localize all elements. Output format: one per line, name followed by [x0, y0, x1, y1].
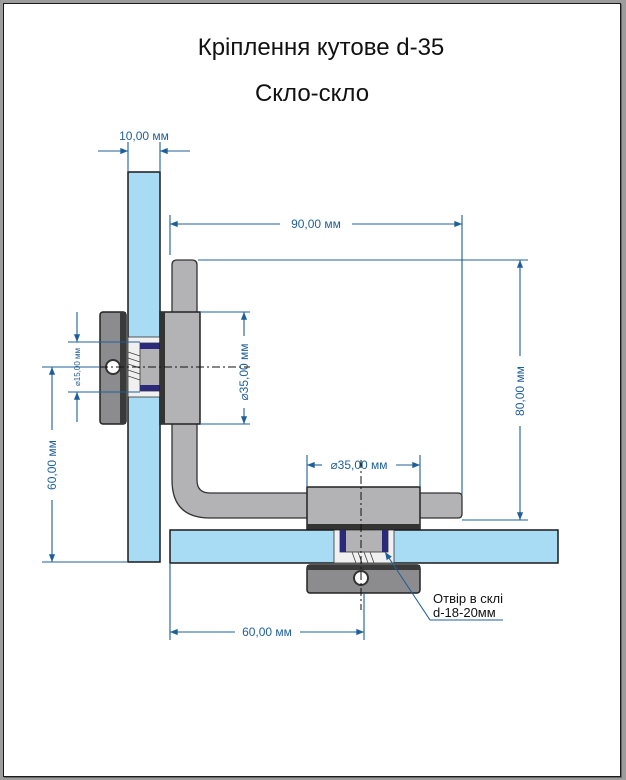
spring-thread-horizontal	[351, 551, 375, 564]
dim-label-arm-length: 90,00 мм	[291, 217, 341, 231]
mount-head-vertical	[159, 311, 201, 425]
drawing-title: Кріплення кутове d-35	[197, 34, 445, 61]
bushing-horizontal	[339, 529, 389, 553]
gasket-bottom-vertical	[140, 385, 162, 391]
clamp-edge	[307, 565, 420, 570]
head-gasket-vertical	[160, 312, 165, 424]
drawing-subtitle: Скло-скло	[254, 80, 370, 107]
clamp-edge	[120, 312, 126, 424]
head-gasket-horizontal	[307, 524, 420, 529]
hole-note-line2: d-18-20мм	[433, 605, 496, 620]
dim-label-head-diameter-vertical: ⌀35,00 мм	[237, 343, 251, 400]
dim-label-vertical-offset: 60,00 мм	[45, 440, 59, 490]
dim-label-horizontal-offset: 60,00 мм	[242, 625, 292, 639]
hole-note-line1: Отвір в склі	[433, 591, 503, 606]
spring-thread-vertical	[127, 351, 141, 381]
dim-label-head-diameter-horizontal: ⌀35,00 мм	[330, 458, 387, 472]
gasket-top-vertical	[140, 343, 162, 349]
mount-head-horizontal	[306, 486, 421, 530]
gasket-right-horizontal	[382, 530, 388, 552]
l-shaped-rod	[171, 259, 463, 519]
hole-note-leader	[384, 551, 431, 621]
gasket-left-horizontal	[340, 530, 346, 552]
dim-label-height: 80,00 мм	[513, 366, 527, 416]
dim-label-hole-diameter: ⌀15,00 мм	[73, 348, 82, 386]
dim-label-glass-thickness: 10,00 мм	[119, 129, 169, 143]
